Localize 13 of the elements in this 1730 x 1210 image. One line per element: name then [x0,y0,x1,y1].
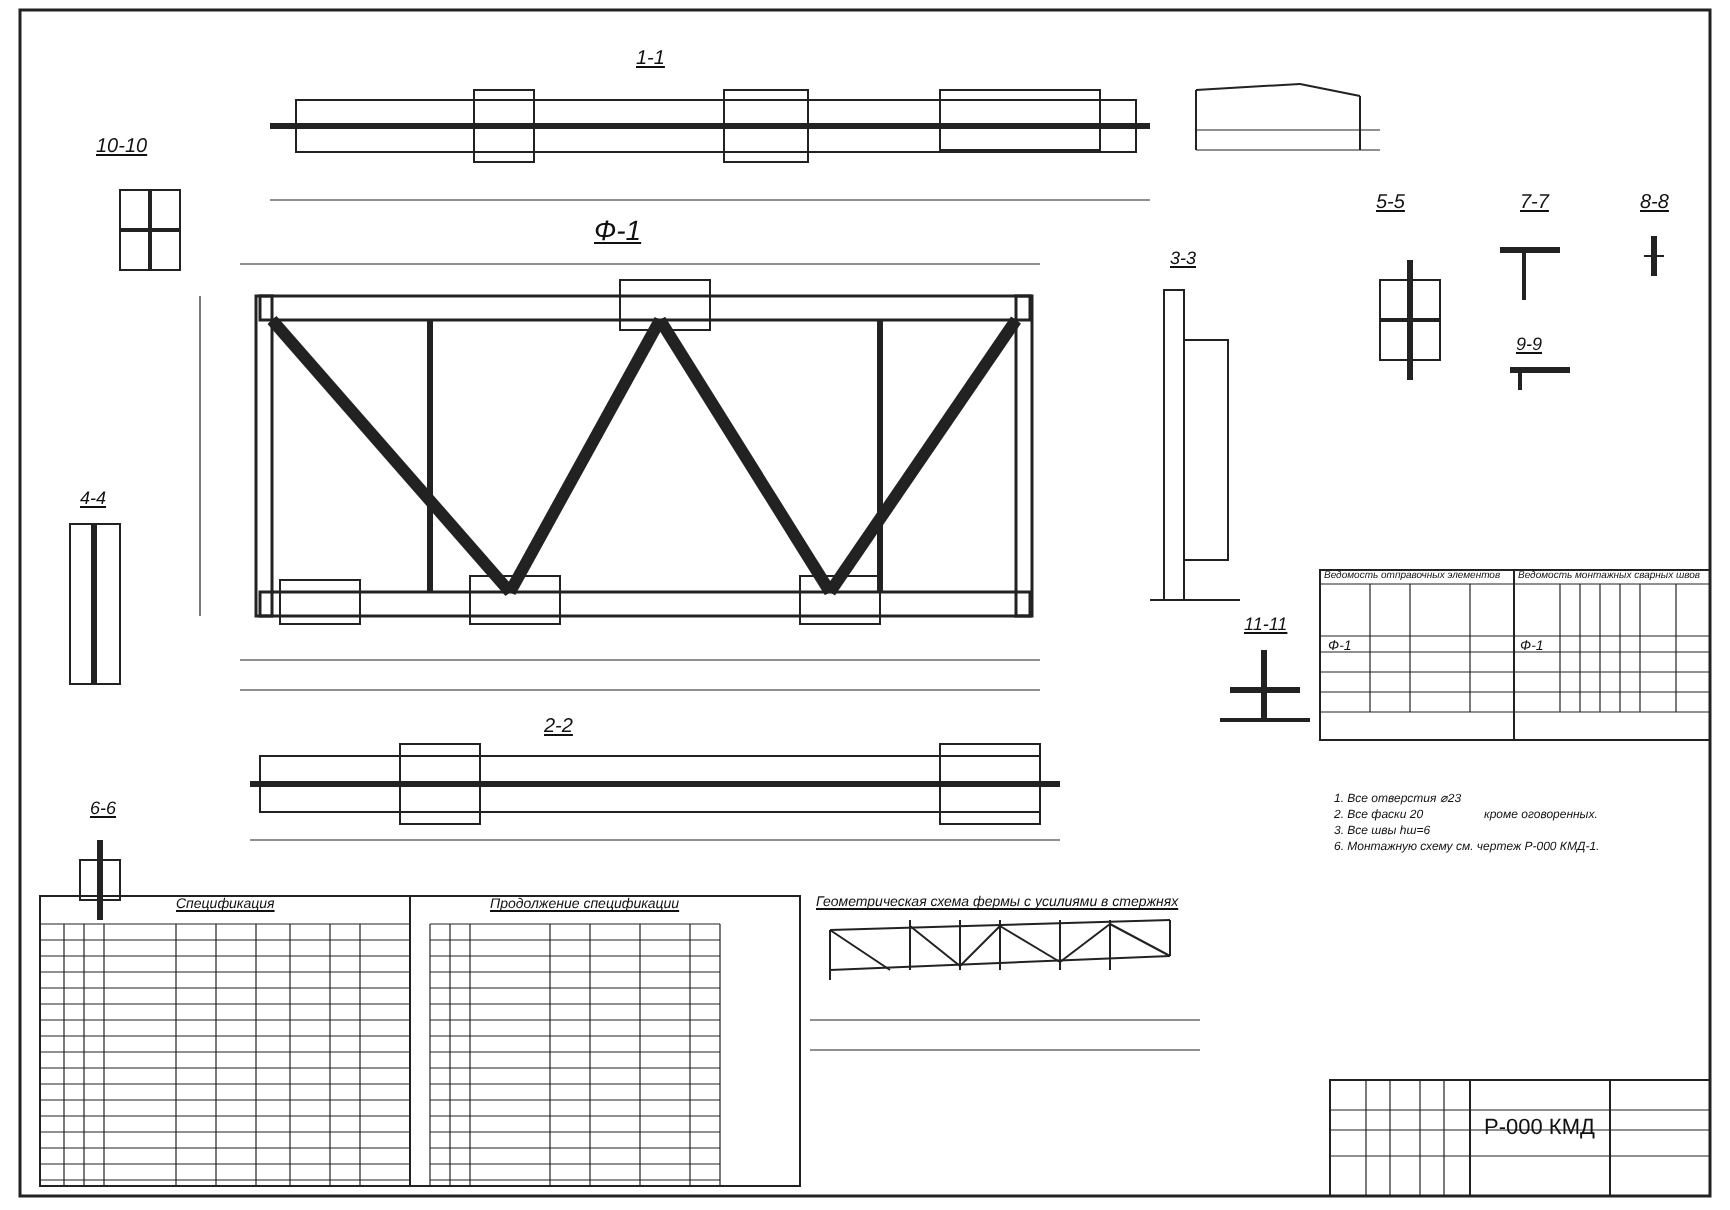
section-label: 2-2 [544,716,573,738]
section-label: 8-8 [1640,192,1669,214]
section-label: 6-6 [90,800,117,820]
section-label: 7-7 [1520,192,1549,214]
view-label: Ф-1 [594,216,642,247]
section-label: 11-11 [1244,616,1288,636]
section-label: 10-10 [96,136,148,158]
section-label: 4-4 [80,490,107,510]
section-label: 1-1 [636,48,665,70]
section-label: 9-9 [1516,336,1543,356]
drawing-code: Р-000 КМД [1484,1116,1595,1141]
section-label: 3-3 [1170,250,1197,270]
section-label: 5-5 [1376,192,1405,214]
